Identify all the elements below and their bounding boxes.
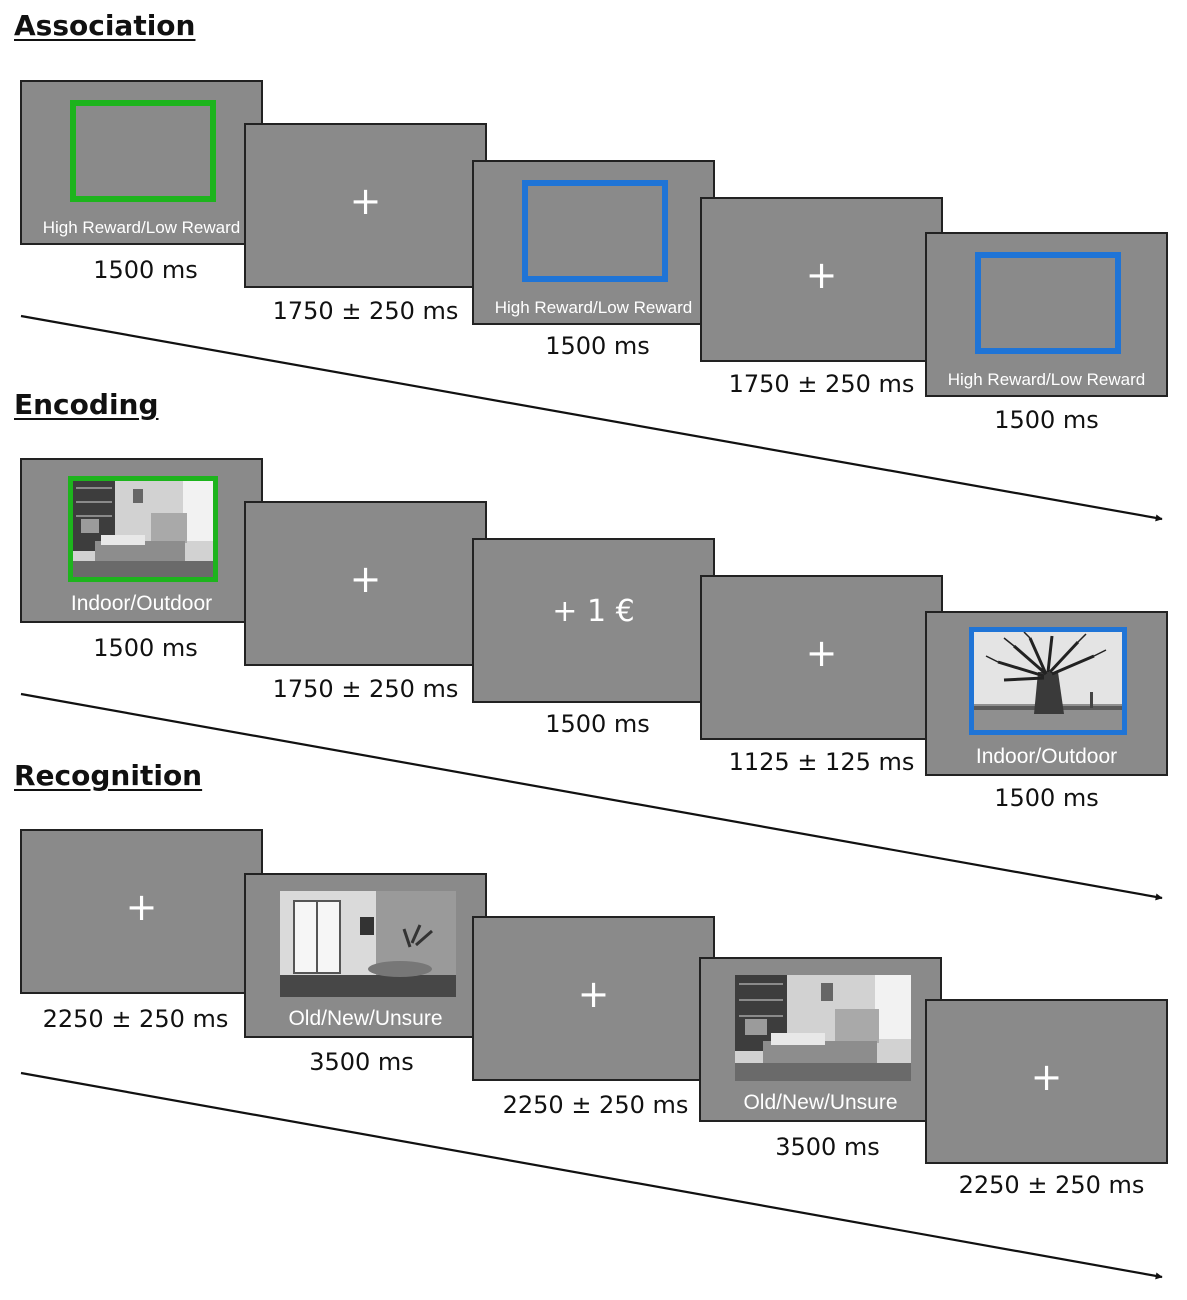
recognition-screen-5: + [925,999,1168,1164]
recognition-screen-1: + [20,829,263,994]
duration-label: 1500 ms [994,784,1099,812]
response-label: Indoor/Outdoor [975,745,1118,768]
response-label: High Reward/Low Reward [42,218,241,237]
blue-frame [975,252,1121,354]
duration-label: 2250 ± 250 ms [958,1171,1145,1199]
response-label: Old/New/Unsure [743,1091,898,1114]
encoding-screen-3: + 1 € [472,538,715,703]
fixation-cross: + [349,557,382,601]
duration-label: 1500 ms [545,710,650,738]
duration-label: 1750 ± 250 ms [272,297,459,325]
association-screen-5: High Reward/Low Reward [925,232,1168,397]
duration-label: 1500 ms [93,634,198,662]
response-label: Indoor/Outdoor [70,592,213,615]
fixation-cross: + [125,885,158,929]
response-label: High Reward/Low Reward [494,298,693,317]
encoding-screen-2: + [244,501,487,666]
recognition-screen-2: Old/New/Unsure [244,873,487,1038]
duration-label: 1750 ± 250 ms [272,675,459,703]
recognition-screen-3: + [472,916,715,1081]
fixation-cross: + [577,972,610,1016]
duration-label: 1500 ms [93,256,198,284]
bedroom-photo [735,975,911,1081]
time-arrow-recognition [20,1071,1163,1280]
association-screen-1: High Reward/Low Reward [20,80,263,245]
duration-label: 1500 ms [545,332,650,360]
encoding-screen-1: Indoor/Outdoor [20,458,263,623]
livingroom-photo [280,891,456,997]
duration-label: 2250 ± 250 ms [502,1091,689,1119]
recognition-screen-4: Old/New/Unsure [699,957,942,1122]
fixation-cross: + [1030,1055,1063,1099]
duration-label: 1500 ms [994,406,1099,434]
encoding-screen-5: Indoor/Outdoor [925,611,1168,776]
duration-label: 2250 ± 250 ms [42,1005,229,1033]
response-label: High Reward/Low Reward [947,370,1146,389]
duration-label: 1125 ± 125 ms [728,748,915,776]
time-arrow-encoding [20,692,1163,901]
response-label: Old/New/Unsure [288,1007,443,1030]
section-title-association: Association [14,9,196,42]
blue-frame [522,180,668,282]
bedroom-photo [68,476,218,582]
duration-label: 3500 ms [775,1133,880,1161]
reward-feedback: + 1 € [552,594,635,629]
association-screen-2: + [244,123,487,288]
duration-label: 3500 ms [309,1048,414,1076]
section-title-encoding: Encoding [14,388,159,421]
green-frame [70,100,216,202]
duration-label: 1750 ± 250 ms [728,370,915,398]
tree-photo [969,627,1127,735]
association-screen-3: High Reward/Low Reward [472,160,715,325]
fixation-cross: + [349,179,382,223]
association-screen-4: + [700,197,943,362]
encoding-screen-4: + [700,575,943,740]
fixation-cross: + [805,631,838,675]
time-arrow-association [20,314,1163,522]
section-title-recognition: Recognition [14,759,203,792]
fixation-cross: + [805,253,838,297]
